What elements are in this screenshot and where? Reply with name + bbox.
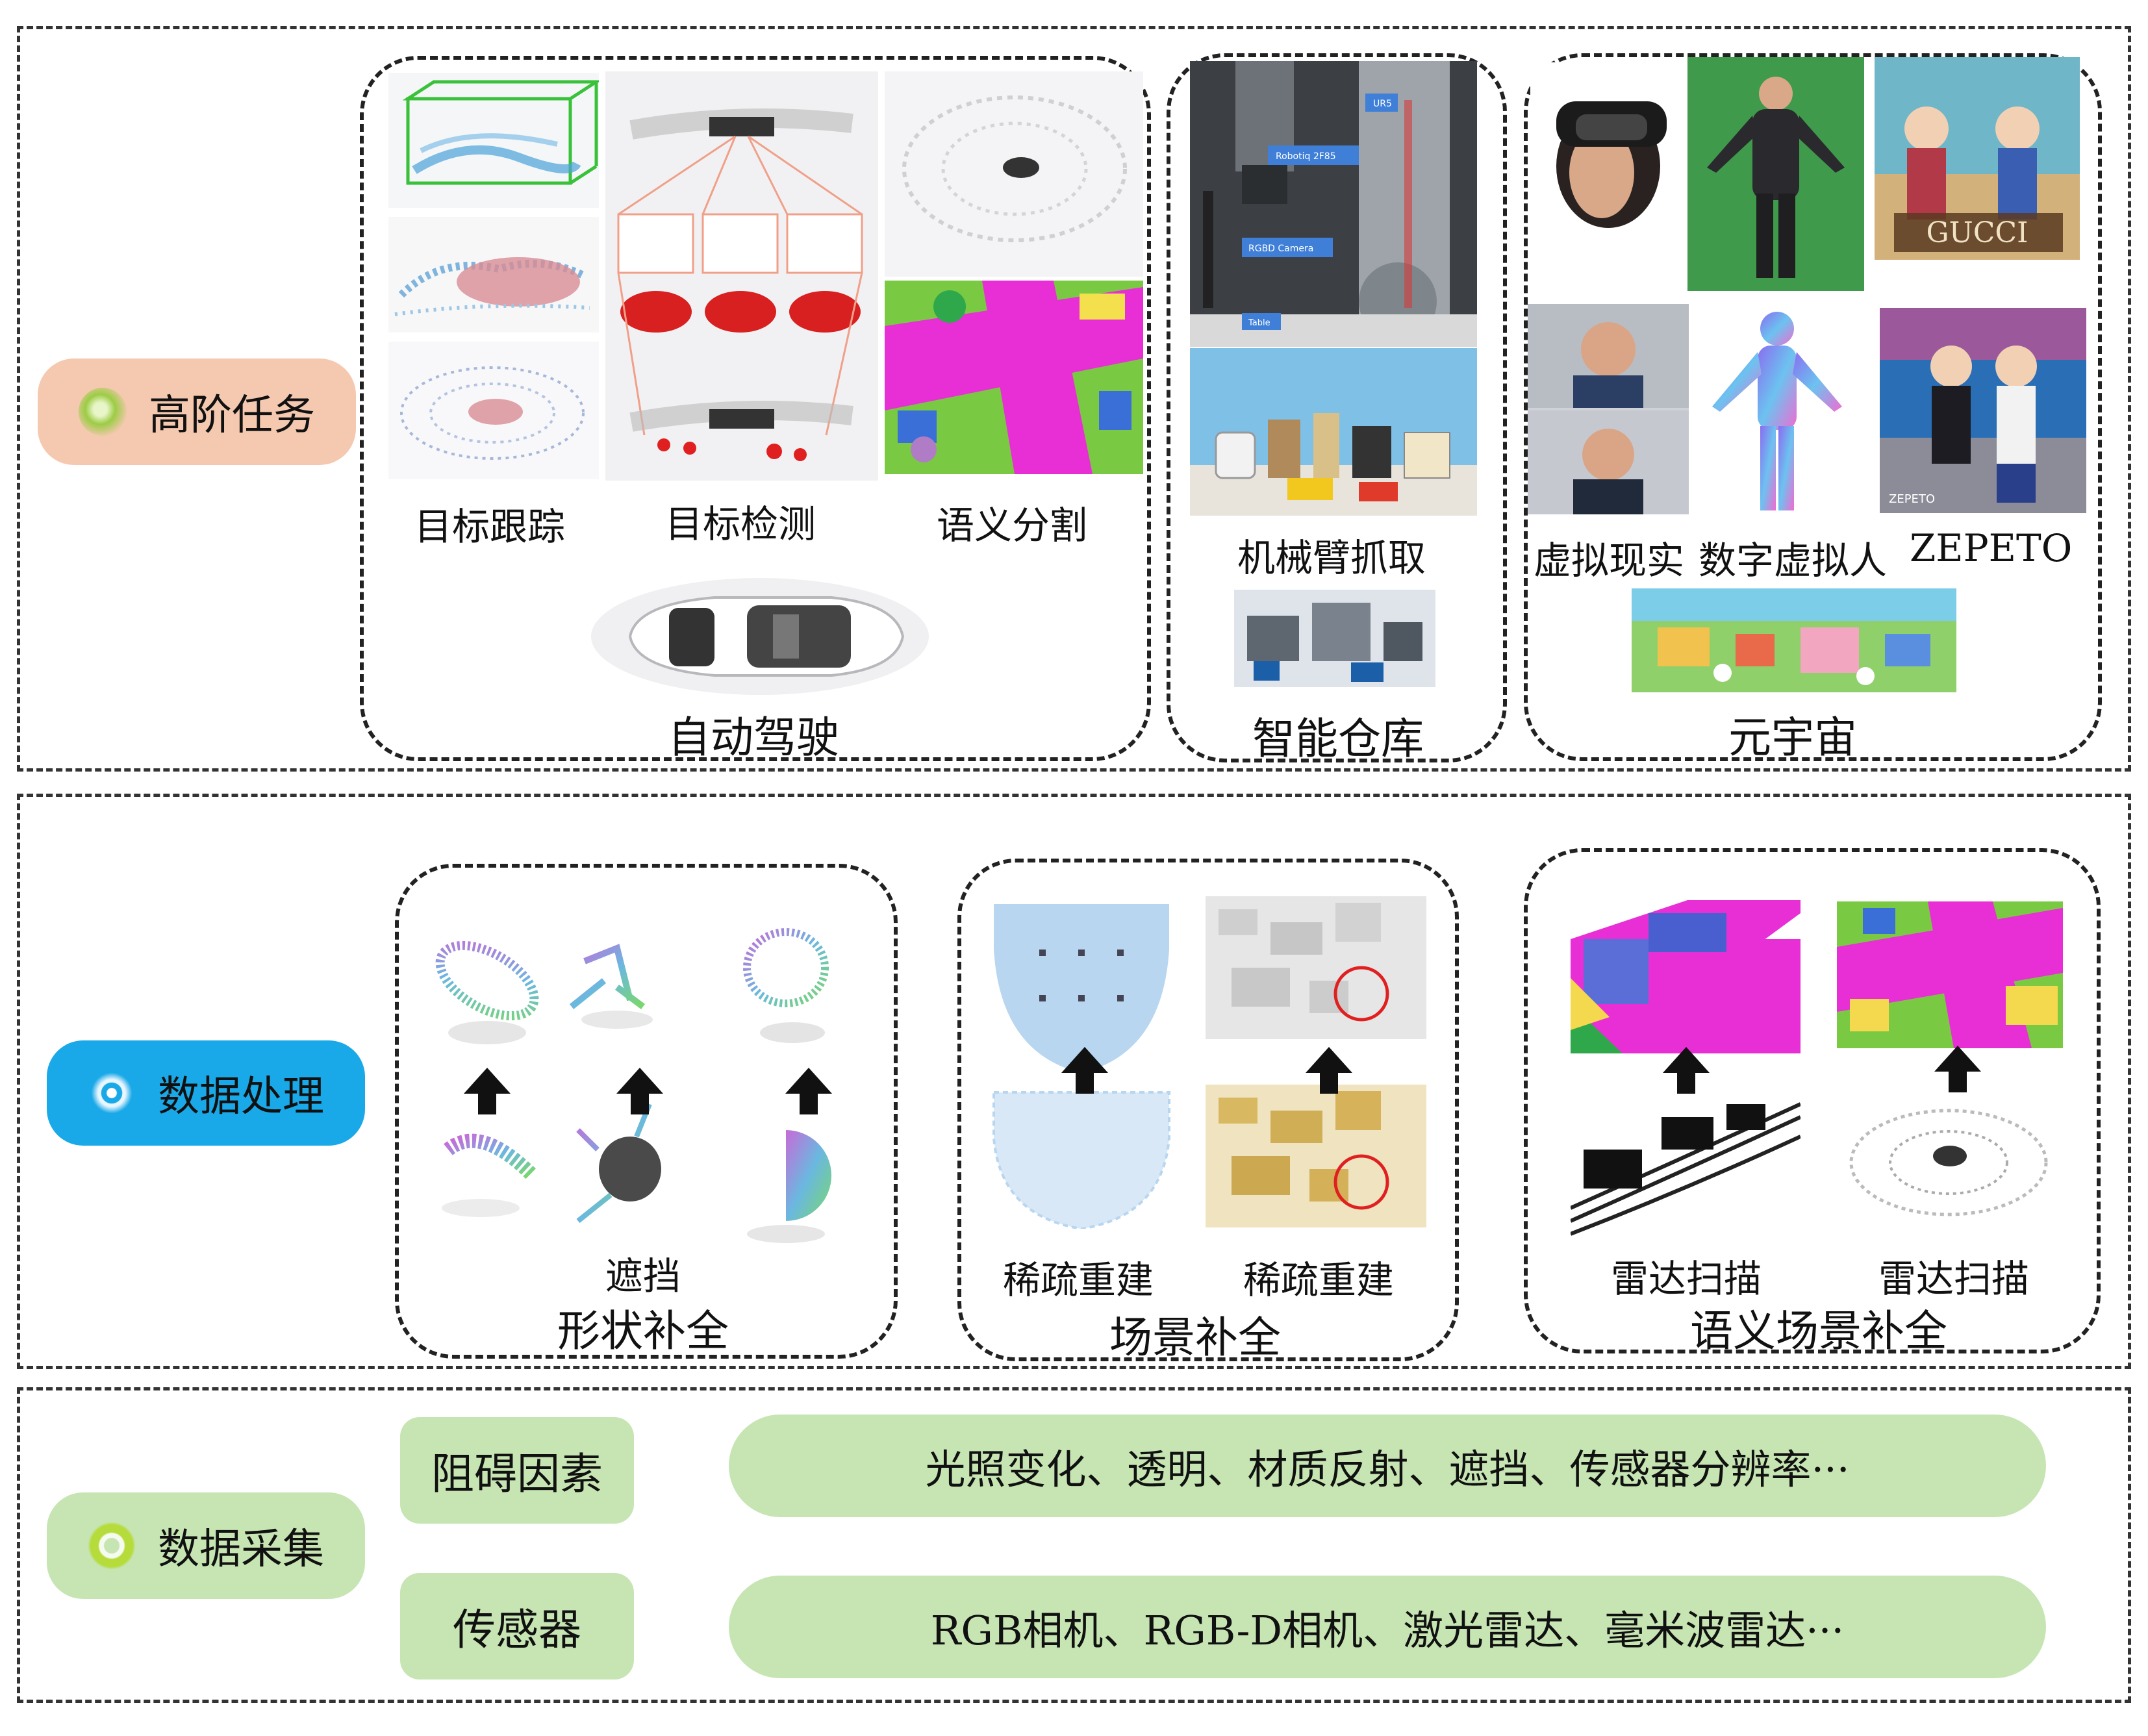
image-semantic-voxel-2	[1837, 901, 2063, 1048]
image-segmentation-scan	[885, 71, 1143, 277]
image-warehouse	[1234, 590, 1435, 687]
image-vr-headset	[1530, 62, 1685, 229]
caption-lidar-scan-1: 雷达扫描	[1610, 1257, 1762, 1301]
panel-title-metaverse: 元宇宙	[1728, 712, 1857, 762]
up-arrow-icon	[616, 1068, 663, 1114]
image-segmentation-color	[885, 281, 1143, 474]
image-detection	[605, 71, 878, 481]
up-arrow-icon	[1934, 1046, 1981, 1092]
image-tracking-scan	[388, 342, 599, 479]
caption-robot-grasping: 机械臂抓取	[1237, 536, 1426, 580]
image-grasp-objects	[1190, 348, 1477, 516]
photo-label-table: Table	[1248, 318, 1270, 328]
image-animal-crossing	[1632, 588, 1956, 692]
image-zepeto-avatars: ZEPETO	[1880, 308, 2086, 513]
up-arrow-icon	[1061, 1047, 1108, 1094]
label-obstacles: 阻碍因素	[400, 1417, 634, 1524]
image-tracking-car	[388, 217, 599, 333]
up-arrow-icon	[464, 1068, 511, 1114]
image-digital-human-faces	[1528, 304, 1689, 514]
caption-occlusion: 遮挡	[605, 1254, 681, 1298]
caption-detection: 目标检测	[664, 502, 816, 546]
image-car	[585, 565, 935, 695]
caption-sparse-reconstruction-2: 稀疏重建	[1243, 1258, 1394, 1302]
layer-dot-icon	[88, 1069, 136, 1117]
panel-semantic-scene-completion	[1524, 848, 2101, 1353]
caption-sparse-reconstruction-1: 稀疏重建	[1002, 1258, 1154, 1302]
panel-shape-completion	[395, 864, 898, 1359]
section-data-processing	[17, 794, 2131, 1369]
image-scene-city	[1206, 896, 1426, 1234]
layer-label: 数据处理	[158, 1073, 324, 1121]
image-tracking-box	[388, 73, 599, 208]
panel-title-smart-warehouse: 智能仓库	[1252, 714, 1424, 764]
photo-label-ur5: UR5	[1373, 99, 1392, 109]
photo-label-gripper: Robotiq 2F85	[1276, 151, 1336, 162]
image-lidar-scan-1	[1571, 1091, 1801, 1238]
up-arrow-icon	[785, 1068, 832, 1114]
up-arrow-icon	[1306, 1047, 1352, 1094]
panel-title-semantic-scene-completion: 语义场景补全	[1690, 1306, 1947, 1356]
caption-zepeto: ZEPETO	[1910, 526, 2073, 570]
panel-metaverse	[1524, 53, 2102, 761]
up-arrow-icon	[1663, 1047, 1710, 1094]
caption-virtual-reality: 虚拟现实	[1533, 538, 1684, 583]
caption-tracking: 目标跟踪	[414, 505, 565, 549]
image-green-screen-person	[1687, 57, 1864, 291]
image-shape-completion	[422, 922, 870, 1260]
layer-pill-data-processing: 数据处理	[47, 1040, 365, 1146]
layer-label: 数据采集	[158, 1526, 324, 1574]
image-lidar-scan-2	[1838, 1091, 2063, 1230]
layer-dot-icon	[79, 388, 127, 436]
zepeto-logo-text: ZEPETO	[1889, 492, 1935, 506]
layer-label: 高阶任务	[149, 392, 315, 440]
panel-autonomous-driving	[360, 56, 1151, 761]
gucci-logo-text: GUCCI	[1927, 216, 2028, 249]
panel-title-shape-completion: 形状补全	[557, 1306, 729, 1356]
layer-pill-data-acquisition: 数据采集	[47, 1492, 365, 1599]
section-data-acquisition	[17, 1387, 2131, 1703]
caption-digital-human: 数字虚拟人	[1698, 538, 1887, 583]
image-gucci-avatars: GUCCI	[1875, 57, 2080, 260]
panel-title-autonomous-driving: 自动驾驶	[668, 712, 839, 762]
panel-title-scene-completion: 场景补全	[1109, 1313, 1281, 1363]
photo-label-camera: RGBD Camera	[1248, 244, 1313, 254]
caption-lidar-scan-2: 雷达扫描	[1878, 1257, 2029, 1301]
image-scene-reconstruction	[987, 891, 1176, 1229]
layer-pill-high-level-tasks: 高阶任务	[38, 359, 356, 465]
panel-smart-warehouse	[1167, 53, 1507, 762]
panel-scene-completion	[957, 859, 1459, 1361]
bar-obstacles: 光照变化、透明、材质反射、遮挡、传感器分辨率···	[729, 1415, 2046, 1517]
caption-segmentation: 语义分割	[936, 503, 1087, 547]
image-robot-arm: UR5 Robotiq 2F85 RGBD Camera Table	[1190, 61, 1477, 347]
image-semantic-voxel-1	[1571, 900, 1801, 1053]
layer-dot-icon	[88, 1522, 136, 1570]
bar-sensors: RGB相机、RGB-D相机、激光雷达、毫米波雷达···	[729, 1576, 2046, 1678]
section-high-level-tasks	[17, 26, 2131, 772]
image-digital-avatar-mesh	[1699, 303, 1855, 517]
label-sensors: 传感器	[400, 1573, 634, 1679]
